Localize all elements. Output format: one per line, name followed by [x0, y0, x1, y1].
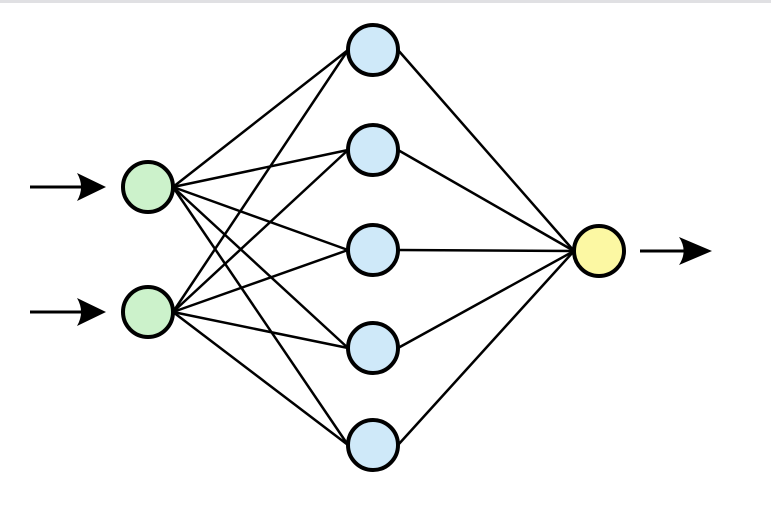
output-arrow-head: [679, 237, 712, 265]
edge-in1-h2: [172, 148, 349, 189]
output-node: [572, 224, 626, 278]
hidden-node-3: [346, 223, 400, 277]
edge-in2-h3: [172, 248, 349, 314]
edge-in2-h5: [172, 311, 349, 446]
edge-h4-out: [397, 249, 575, 350]
edge-in2-h2: [172, 149, 349, 313]
edge-in2-h4: [172, 310, 349, 350]
hidden-node-5: [346, 418, 400, 472]
input-node-1: [121, 160, 175, 214]
edge-h5-out: [397, 250, 575, 446]
edge-in1-h3: [172, 185, 349, 252]
edge-h1-out: [397, 49, 575, 252]
edge-h2-out: [397, 148, 575, 253]
hidden-node-2: [346, 123, 400, 177]
hidden-node-4: [346, 321, 400, 375]
window-top-border: [0, 0, 771, 3]
edge-in2-h1: [171, 49, 350, 313]
edge-in1-h4: [172, 186, 349, 349]
input-arrow-1-head: [77, 173, 106, 201]
edge-in1-h5: [171, 186, 350, 446]
edge-h3-out: [397, 248, 575, 253]
input-node-2: [121, 285, 175, 339]
hidden-node-1: [346, 23, 400, 77]
input-arrow-2-head: [77, 298, 106, 326]
edge-in1-h1: [172, 49, 349, 188]
